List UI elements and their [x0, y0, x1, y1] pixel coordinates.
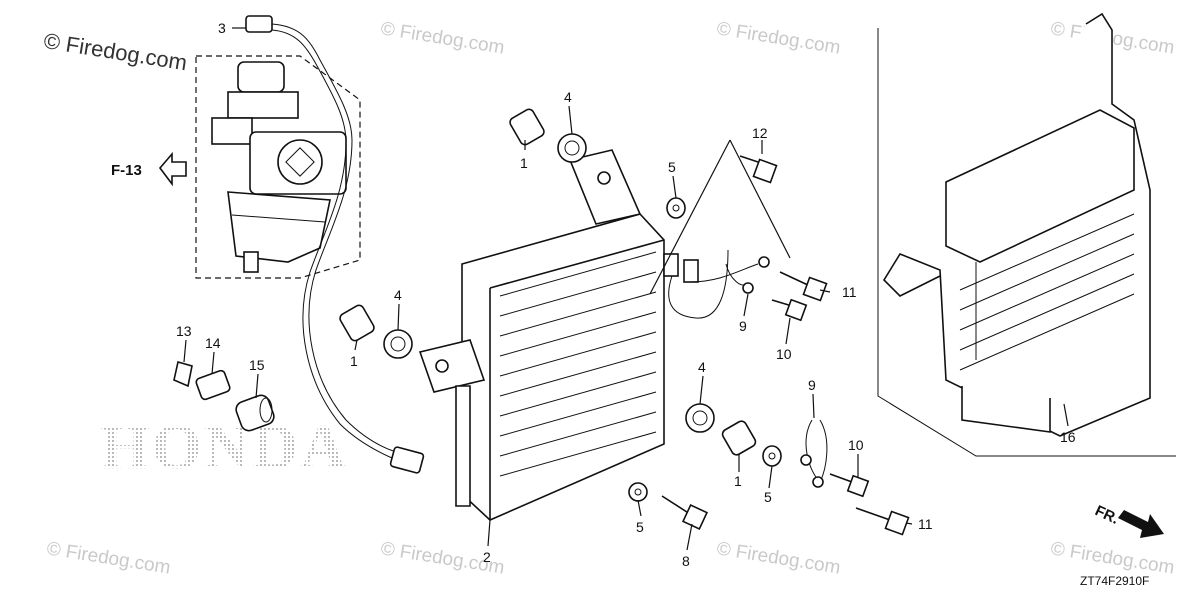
carburetor-assembly: [195, 55, 361, 279]
callout-9: 9: [808, 377, 816, 393]
collar-1b: [339, 304, 375, 342]
callout-15: 15: [249, 357, 265, 373]
callout-1: 1: [734, 473, 742, 489]
cable-9a: [725, 256, 770, 294]
f13-label: F-13: [111, 162, 142, 179]
callout-5: 5: [668, 159, 676, 175]
bolt-10b: [829, 473, 870, 498]
callout-3: 3: [218, 20, 226, 36]
front-label: FR.: [1092, 502, 1121, 528]
callout-5: 5: [636, 519, 644, 535]
callout-4: 4: [698, 359, 706, 375]
callout-5: 5: [764, 489, 772, 505]
grommet-4b: [383, 329, 413, 359]
diagram-code: ZT74F2910F: [1080, 574, 1149, 588]
nut-14: [195, 369, 231, 401]
callout-14: 14: [205, 335, 221, 351]
wire-harness: [245, 15, 425, 474]
callout-2: 2: [483, 549, 491, 565]
callout-16: 16: [1060, 429, 1076, 445]
washer-5a: [666, 197, 686, 219]
callout-11: 11: [842, 284, 857, 300]
collar-1a: [509, 108, 545, 146]
callout-1: 1: [350, 353, 358, 369]
washer-5b: [762, 445, 782, 467]
callout-11: 11: [918, 516, 933, 532]
bolt-11a: [779, 271, 828, 302]
callout-8: 8: [682, 553, 690, 569]
bolt-11b: [855, 507, 910, 536]
bolt-8: [661, 495, 709, 531]
leader-lines: [183, 27, 1069, 551]
callout-4: 4: [394, 287, 402, 303]
brand-watermark: HONDA: [100, 411, 348, 482]
inverter-unit-16: [877, 12, 1176, 457]
cable-9b: [800, 419, 828, 488]
callout-10: 10: [776, 346, 792, 362]
grommet-4a: [557, 133, 587, 163]
callouts: 3 4 1 12 5 11 9 10 4 1 13 14 15 4 9 10 1…: [176, 20, 1076, 569]
collar-1c: [721, 420, 757, 456]
grommet-4c: [685, 403, 715, 433]
front-direction-arrow: FR.: [1092, 502, 1164, 538]
clip-13: [173, 360, 193, 388]
collar-15: [235, 394, 275, 432]
callout-1: 1: [520, 155, 528, 171]
f13-reference: F-13: [111, 151, 187, 187]
callout-4: 4: [564, 89, 572, 105]
washer-5c: [628, 482, 648, 502]
callout-13: 13: [176, 323, 192, 339]
callout-12: 12: [752, 125, 768, 141]
inverter-unit: [418, 149, 759, 521]
bolt-10a: [771, 298, 808, 322]
callout-9: 9: [739, 318, 747, 334]
bolt-12: [739, 155, 778, 184]
callout-10: 10: [848, 437, 864, 453]
